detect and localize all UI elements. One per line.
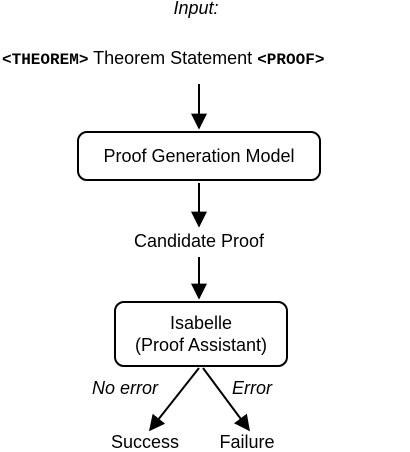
theorem-tag: <THEOREM> bbox=[2, 51, 89, 69]
proof-generation-model-label: Proof Generation Model bbox=[103, 146, 295, 166]
success-label: Success bbox=[110, 432, 180, 452]
proof-assistant-label: (Proof Assistant) bbox=[134, 335, 268, 355]
isabelle-label: Isabelle bbox=[169, 313, 233, 333]
failure-label: Failure bbox=[219, 432, 275, 452]
candidate-proof-label: Candidate Proof bbox=[133, 231, 265, 251]
arrow-isabelle-to-success bbox=[149, 367, 200, 432]
theorem-statement: Theorem Statement bbox=[93, 48, 253, 68]
input-caption: Input: bbox=[173, 0, 219, 18]
no-error-edge-label: No error bbox=[92, 378, 159, 398]
proof-generation-model-box: Proof Generation Model bbox=[77, 131, 321, 181]
error-edge-label: Error bbox=[232, 378, 272, 398]
proof-tag: <PROOF> bbox=[257, 51, 325, 69]
theorem-input-line: <THEOREM> Theorem Statement <PROOF> bbox=[2, 48, 324, 70]
isabelle-box: Isabelle (Proof Assistant) bbox=[114, 301, 288, 367]
arrow-isabelle-to-failure bbox=[202, 367, 250, 432]
